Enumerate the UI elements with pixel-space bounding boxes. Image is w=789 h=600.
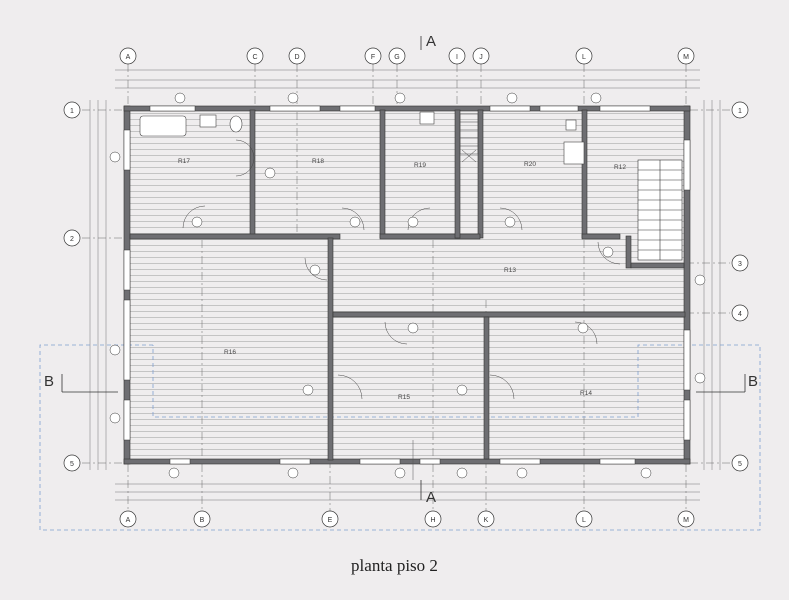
drawing-caption: planta piso 2 xyxy=(351,556,438,575)
appliance-icon xyxy=(565,119,577,131)
room-label-r12: R12 xyxy=(614,164,626,171)
bathtub-icon xyxy=(139,115,187,137)
kitchen-fixtures xyxy=(419,111,585,165)
floor-hatching xyxy=(129,110,685,460)
section-cut-a-top-label: A xyxy=(426,33,436,50)
grid-labels-left: 1 2 5 xyxy=(70,108,74,468)
windows xyxy=(123,105,691,465)
grid-bubbles-right xyxy=(731,101,749,472)
exterior-stair xyxy=(637,159,683,261)
room-label-r15: R15 xyxy=(398,394,410,401)
svg-text:C: C xyxy=(252,54,257,61)
room-label-r16: R16 xyxy=(224,349,236,356)
svg-text:E: E xyxy=(328,517,333,524)
grid-bubbles-top xyxy=(119,47,695,65)
svg-text:D: D xyxy=(294,54,299,61)
section-cut-b: B B xyxy=(44,373,758,393)
grid-bubbles-bottom xyxy=(119,510,695,528)
svg-text:5: 5 xyxy=(738,461,742,468)
svg-text:J: J xyxy=(479,54,483,61)
svg-text:M: M xyxy=(683,54,689,61)
room-label-r14: R14 xyxy=(580,390,592,397)
svg-text:A: A xyxy=(126,517,131,524)
svg-text:1: 1 xyxy=(738,108,742,115)
room-label-r13: R13 xyxy=(504,267,516,274)
svg-text:1: 1 xyxy=(70,108,74,115)
kitchen-sink-icon xyxy=(419,111,435,125)
svg-text:B: B xyxy=(200,517,205,524)
room-labels: R17 R18 R19 R20 R12 R13 R16 R15 R14 xyxy=(178,158,626,401)
stove-icon xyxy=(563,141,585,165)
svg-text:G: G xyxy=(394,54,399,61)
svg-text:2: 2 xyxy=(70,236,74,243)
toilet-icon xyxy=(229,115,243,133)
grid-bubbles-left xyxy=(63,101,81,472)
door-swings xyxy=(182,139,621,400)
sink-icon xyxy=(199,114,217,128)
section-cut-b-left-label: B xyxy=(44,373,54,390)
svg-text:4: 4 xyxy=(738,311,742,318)
interior-stair xyxy=(459,113,479,163)
dimension-lines xyxy=(89,69,721,501)
level-markers xyxy=(109,92,706,479)
svg-text:F: F xyxy=(371,54,375,61)
svg-text:A: A xyxy=(126,54,131,61)
svg-text:M: M xyxy=(683,517,689,524)
svg-text:3: 3 xyxy=(738,261,742,268)
bathroom-fixtures xyxy=(139,114,243,137)
svg-text:L: L xyxy=(582,517,586,524)
svg-text:L: L xyxy=(582,54,586,61)
svg-text:K: K xyxy=(484,517,489,524)
grid-labels-top: A C D F G I J L M xyxy=(126,54,689,61)
room-label-r20: R20 xyxy=(524,161,536,168)
section-cut-a-bottom-label: A xyxy=(426,489,436,506)
room-label-r17: R17 xyxy=(178,158,190,165)
svg-text:I: I xyxy=(456,54,458,61)
svg-text:5: 5 xyxy=(70,461,74,468)
grid-labels-bottom: A B E H K L M xyxy=(126,517,689,524)
room-label-r18: R18 xyxy=(312,158,324,165)
section-cut-a: A A xyxy=(412,33,436,506)
svg-text:H: H xyxy=(430,517,435,524)
section-cut-b-right-label: B xyxy=(748,373,758,390)
grid-labels-right: 1 3 4 5 xyxy=(738,108,742,468)
room-label-r19: R19 xyxy=(414,162,426,169)
